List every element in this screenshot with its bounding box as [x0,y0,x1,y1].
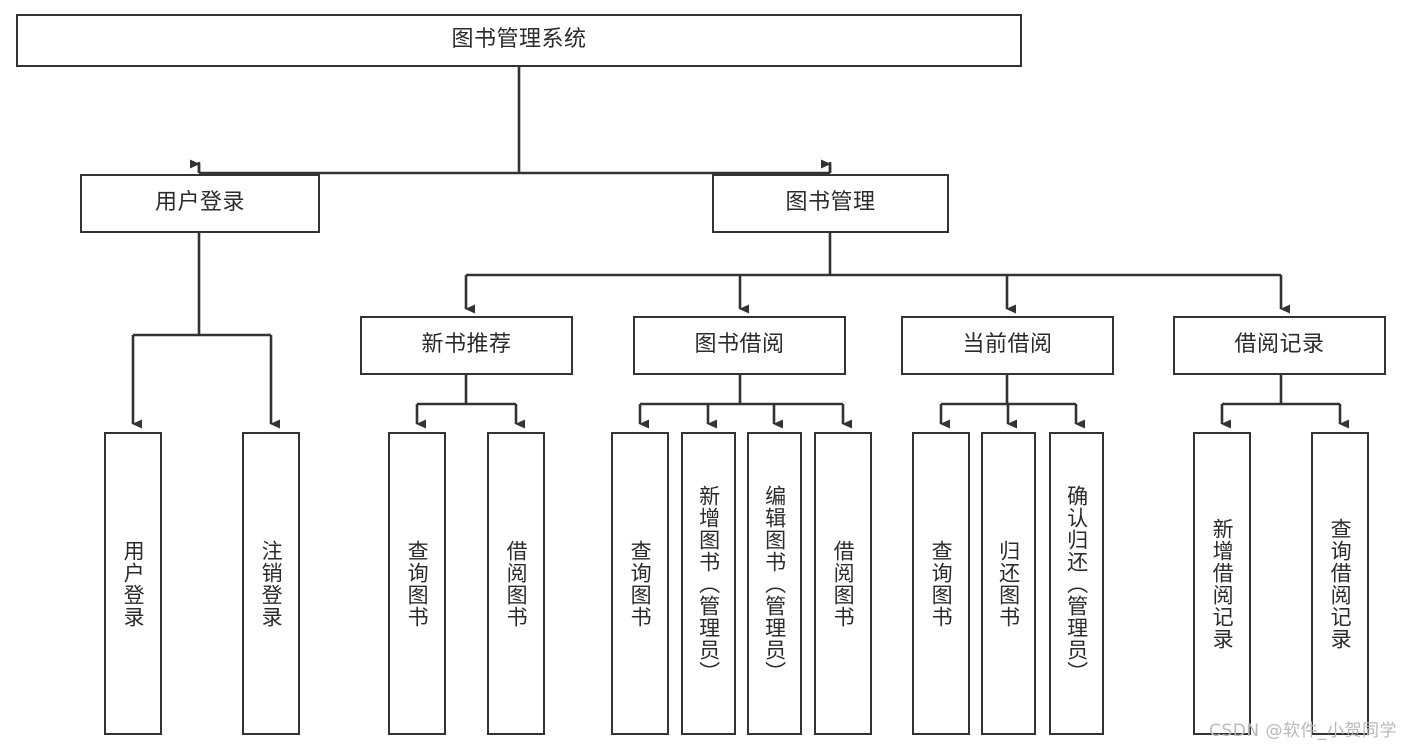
leaf-query-book-2[interactable]: 查询图书 [611,432,669,735]
leaf-query-book-3-label: 查询图书 [929,539,954,628]
leaf-confirm-return-label: 确认归还（管理员） [1064,484,1089,683]
leaf-edit-book-label: 编辑图书（管理员） [762,484,787,683]
node-user-login[interactable]: 用户登录 [80,174,320,233]
leaf-logout-label: 注销登录 [259,539,284,628]
leaf-borrow-book-1-label: 借阅图书 [504,539,529,628]
node-new-book-recommend[interactable]: 新书推荐 [360,316,573,375]
leaf-user-login[interactable]: 用户登录 [104,432,162,735]
node-borrow-record-label: 借阅记录 [1234,332,1325,358]
leaf-query-record-label: 查询借阅记录 [1328,517,1353,650]
leaf-query-book-2-label: 查询图书 [628,539,653,628]
leaf-add-book-label: 新增图书（管理员） [696,484,721,683]
leaf-borrow-book-2[interactable]: 借阅图书 [814,432,872,735]
node-book-borrow-label: 图书借阅 [694,332,785,358]
node-current-borrow-label: 当前借阅 [962,332,1053,358]
leaf-add-record[interactable]: 新增借阅记录 [1193,432,1251,735]
leaf-query-book-1[interactable]: 查询图书 [388,432,446,735]
leaf-query-book-3[interactable]: 查询图书 [912,432,970,735]
node-book-management-label: 图书管理 [785,190,876,216]
leaf-query-book-1-label: 查询图书 [405,539,430,628]
leaf-logout[interactable]: 注销登录 [242,432,300,735]
node-root-label: 图书管理系统 [451,27,587,53]
node-root[interactable]: 图书管理系统 [16,14,1022,67]
leaf-return-book[interactable]: 归还图书 [981,432,1036,735]
leaf-borrow-book-2-label: 借阅图书 [831,539,856,628]
leaf-add-record-label: 新增借阅记录 [1210,517,1235,650]
watermark: CSDN @软件_小贺同学 [1209,721,1397,741]
leaf-add-book[interactable]: 新增图书（管理员） [681,432,736,735]
leaf-borrow-book-1[interactable]: 借阅图书 [487,432,545,735]
node-book-management[interactable]: 图书管理 [712,174,949,233]
node-new-book-recommend-label: 新书推荐 [421,332,512,358]
node-current-borrow[interactable]: 当前借阅 [901,316,1114,375]
leaf-user-login-label: 用户登录 [121,539,146,628]
node-book-borrow[interactable]: 图书借阅 [633,316,846,375]
node-user-login-label: 用户登录 [154,190,245,216]
leaf-edit-book[interactable]: 编辑图书（管理员） [747,432,802,735]
leaf-return-book-label: 归还图书 [996,539,1021,628]
leaf-query-record[interactable]: 查询借阅记录 [1311,432,1369,735]
leaf-confirm-return[interactable]: 确认归还（管理员） [1049,432,1104,735]
node-borrow-record[interactable]: 借阅记录 [1173,316,1386,375]
